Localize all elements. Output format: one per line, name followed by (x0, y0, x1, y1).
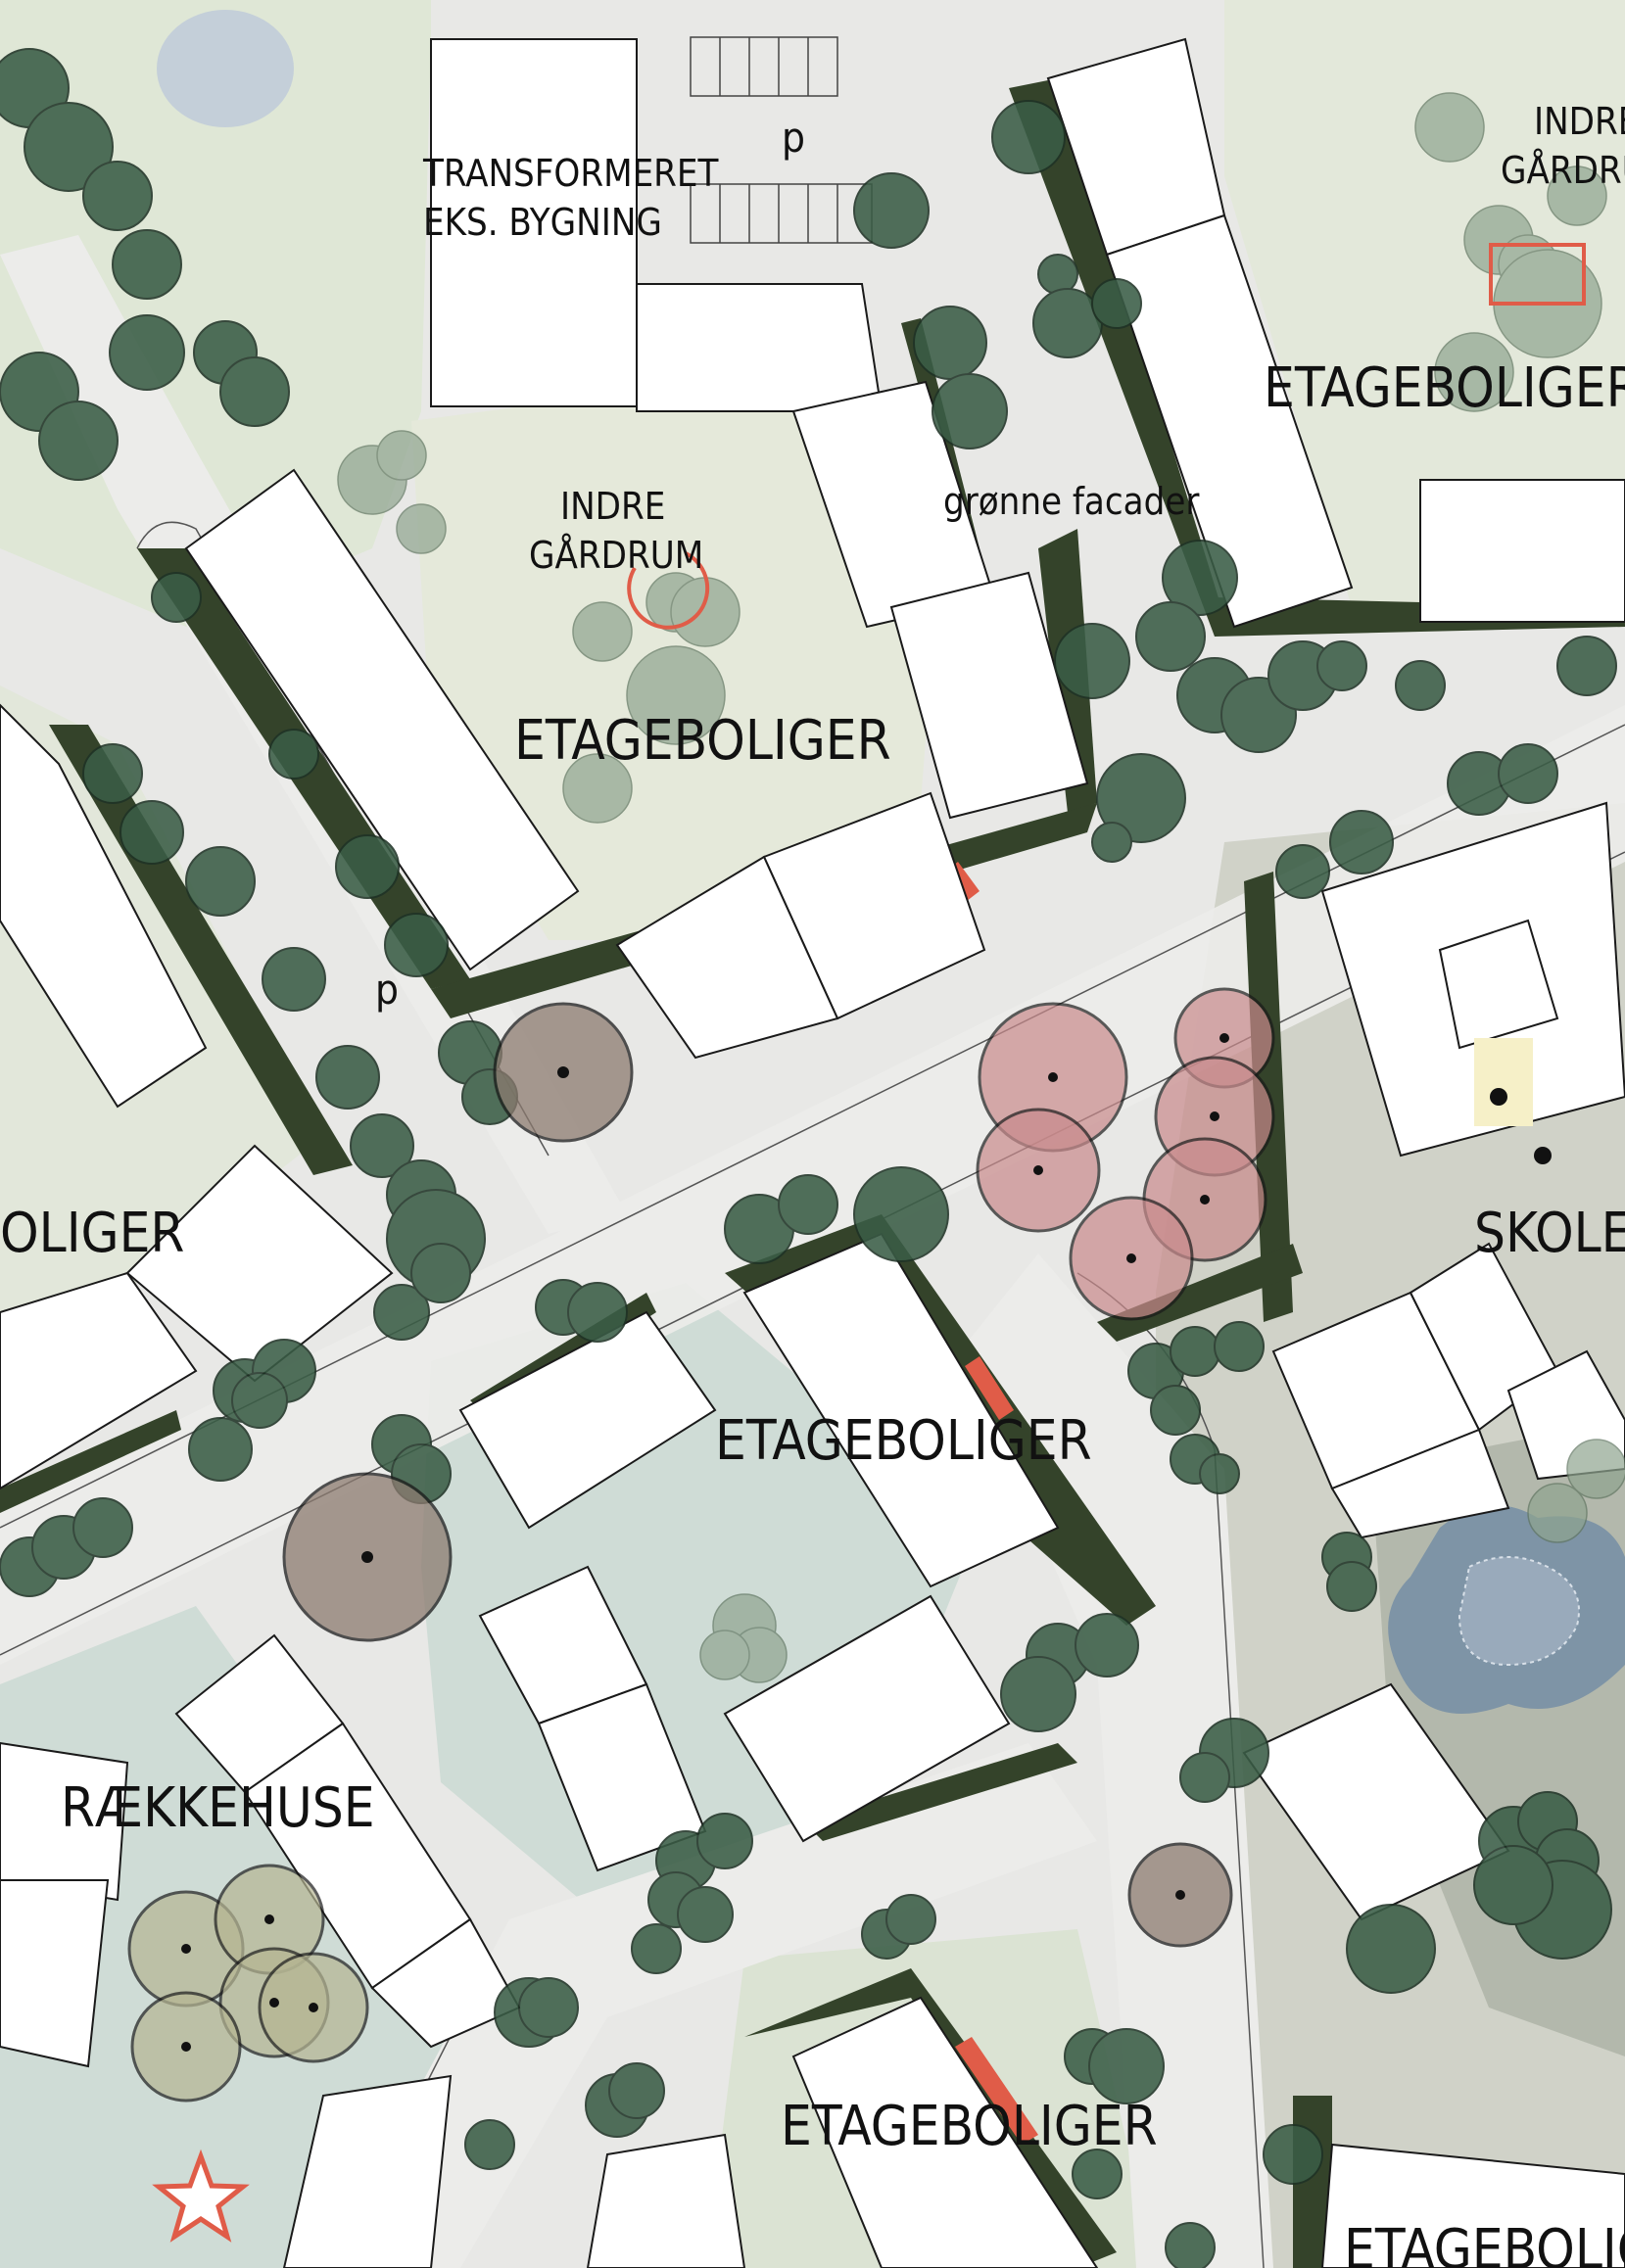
building-west-3 (0, 1271, 198, 1490)
label-etageboliger-se: ETAGEBOLIG (1344, 2218, 1625, 2268)
building-west-2 (125, 1144, 394, 1383)
building-mid-2 (723, 1594, 1011, 1843)
building-north-bar (636, 283, 884, 412)
star-icon (152, 2149, 250, 2243)
feature-tree-dots (181, 1033, 1552, 2052)
label-parking-west: p (375, 966, 399, 1014)
building-rowhouse-w2 (0, 1879, 110, 2068)
label-parking-north: p (782, 114, 805, 162)
label-indre-mid-1: INDRE (560, 485, 665, 528)
building-transformed (430, 38, 638, 407)
building-south-3 (586, 2133, 746, 2268)
label-etageboliger-south: ETAGEBOLIGER (781, 2095, 1158, 2158)
label-indre-mid-2: GÅRDRUM (529, 534, 703, 577)
label-etageboliger-mid: ETAGEBOLIGER (715, 1409, 1092, 1473)
building-mid-3 (458, 1310, 717, 1530)
yellow-patch (1474, 1038, 1533, 1126)
parking-north (690, 36, 873, 244)
circle-marker-icon (627, 551, 710, 630)
building-se (1320, 2143, 1625, 2268)
pond-small (157, 10, 294, 127)
trees-light (337, 92, 1625, 1683)
building-center-3 (615, 855, 839, 1060)
building-center-1 (889, 571, 1089, 820)
label-raekkehuse: RÆKKEHUSE (61, 1776, 375, 1840)
building-ne-2 (1105, 213, 1354, 629)
label-etageboliger-center: ETAGEBOLIGER (514, 709, 891, 773)
label-gronne-facader: grønne facader (943, 480, 1200, 523)
label-transformeret: TRANSFORMERET (422, 152, 719, 195)
court-ne (1224, 0, 1625, 607)
label-eks-bygning: EKS. BYGNING (423, 201, 662, 244)
label-skole: SKOLE (1474, 1202, 1625, 1265)
building-south-1 (282, 2074, 453, 2268)
building-ne-3 (1419, 479, 1625, 623)
building-school-5 (1330, 1428, 1510, 1539)
pond-school-inner (1458, 1556, 1580, 1667)
building-south-2 (791, 1996, 1099, 2268)
label-etageboliger-ne: ETAGEBOLIGER (1264, 356, 1625, 420)
label-indre-top-1: INDRE (1534, 100, 1625, 143)
square-marker-icon (1489, 243, 1586, 306)
buildings (0, 37, 1625, 2268)
building-west-1 (0, 703, 208, 1109)
building-mid-1 (742, 1232, 1060, 1588)
building-rowhouse-w1 (0, 1741, 129, 1902)
building-north-court-bar (184, 468, 580, 971)
road-south-west (323, 1743, 1097, 2268)
label-indre-top-2: GÅRDRUM (1501, 149, 1625, 192)
building-school-2 (1438, 919, 1559, 1050)
label-boliger-west: OLIGER (0, 1202, 184, 1265)
